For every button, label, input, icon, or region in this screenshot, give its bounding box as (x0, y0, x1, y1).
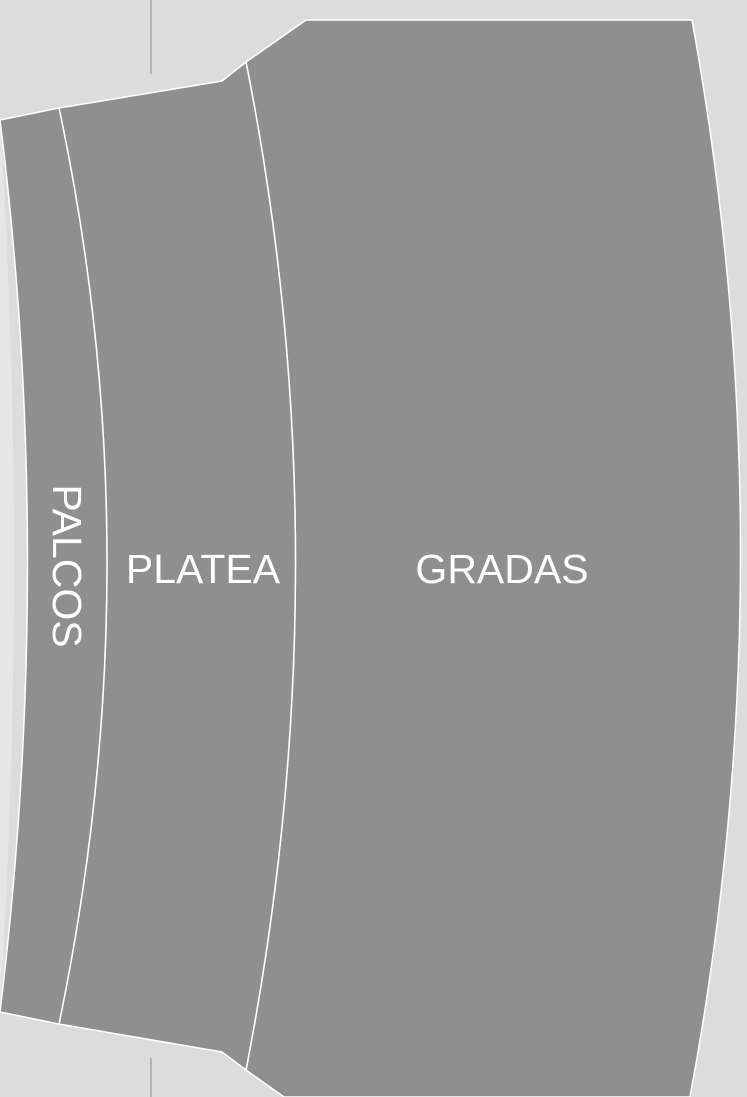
section-gradas[interactable] (245, 19, 742, 1097)
section-palcos[interactable] (0, 107, 108, 1025)
stage-edge (0, 120, 14, 1010)
